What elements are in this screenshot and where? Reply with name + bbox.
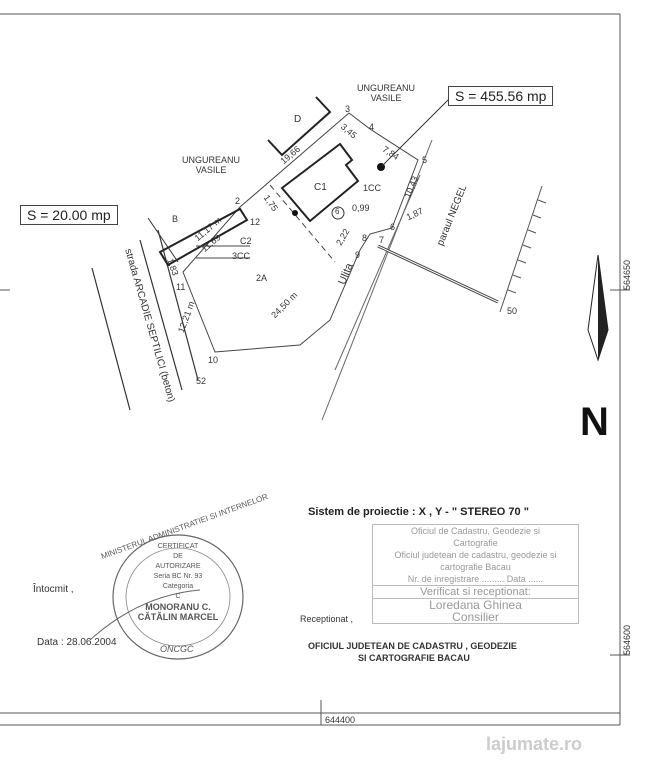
coord-y-bottom: 564600: [622, 624, 633, 656]
receptionat-label: Receptionat ,: [300, 614, 354, 624]
small-area-label: S = 20.00 mp: [20, 205, 118, 225]
coord-y-top: 564650: [622, 259, 633, 291]
stamp-line: CERTIFICAT: [157, 543, 199, 550]
reception-box: Oficiul de Cadastru, Geodezie si Cartogr…: [372, 524, 579, 624]
projection-system: Sistem de proiectie : X , Y - " STEREO 7…: [308, 506, 529, 518]
reception-line: Nr. de inregistrare ......... Data .....…: [373, 573, 578, 586]
point-label: 10: [208, 355, 219, 365]
frame: [0, 13, 630, 726]
reception-line: Oficiul judetean de cadastru, geodezie s…: [394, 550, 557, 560]
building-label: C1: [314, 182, 327, 193]
building-label: D: [294, 114, 302, 125]
stamp-text: CERTIFICAT DE AUTORIZARE Seria BC Nr. 93…: [113, 542, 243, 622]
building-label: 1CC: [363, 183, 382, 193]
stamp-line: MONORANU C.: [145, 602, 211, 612]
office-line-2: SI CARTOGRAFIE BACAU: [358, 653, 470, 663]
buildings: [158, 96, 360, 267]
parcel-boundary: [182, 112, 419, 353]
office-line-1: OFICIUL JUDETEAN DE CADASTRU , GEODEZIE: [308, 641, 517, 651]
point-marker: [292, 210, 298, 216]
reception-line: Verificat si receptionat:: [373, 586, 578, 599]
point-label: 5: [422, 155, 428, 165]
small-area-leader: [147, 217, 179, 263]
area-leader: [381, 99, 449, 167]
stamp-line: C: [175, 593, 181, 600]
main-area-label: S = 455.56 mp: [448, 86, 554, 106]
parcel-number: 6: [335, 207, 340, 216]
intocmit-label: Întocmit ,: [33, 584, 74, 595]
building-label: 3CC: [232, 251, 251, 261]
parcel-number-circle: [331, 206, 345, 220]
reception-line: Oficiul de Cadastru, Geodezie si: [410, 526, 541, 536]
annex-lines: [196, 245, 250, 259]
point-label: 8: [362, 233, 368, 243]
point-label: 4: [369, 122, 375, 132]
stamp-line: Seria BC Nr. 93: [153, 573, 203, 580]
point-label: 7: [379, 235, 385, 245]
north-label: N: [580, 400, 609, 444]
reception-line: cartografie Bacau: [440, 562, 511, 572]
point-label: 9: [355, 250, 361, 260]
reception-line: Loredana Ghinea: [429, 598, 522, 612]
signature: [89, 589, 201, 641]
reception-line: Consilier: [452, 610, 499, 624]
point-label: 6: [390, 222, 396, 232]
point-label: 12: [250, 217, 261, 227]
stamp-bottom-text: ONCGC: [160, 644, 194, 654]
stamp: [89, 534, 244, 660]
street-lines: [91, 229, 199, 411]
point-label: 50: [507, 306, 518, 316]
building-label: B: [172, 214, 179, 224]
stamp-line: Categoria: [162, 583, 194, 590]
point-label: 2: [235, 196, 241, 206]
point-label: 52: [196, 376, 207, 386]
stamp-line: AUTORIZARE: [155, 563, 201, 570]
north-arrow-icon: [587, 254, 609, 362]
coord-x-bottom: 644400: [325, 715, 356, 725]
stamp-line: DE: [173, 553, 183, 560]
stream-line: [377, 185, 547, 313]
point-label: 3: [345, 104, 351, 114]
point-label: 11: [176, 282, 186, 292]
lane-lines: [321, 139, 433, 421]
watermark: lajumate.ro: [486, 734, 583, 754]
building-label: 2A: [256, 273, 268, 283]
stamp-line: CĂTĂLIN MARCEL: [137, 612, 219, 622]
building-label: C2: [240, 236, 252, 246]
distance-label: 0,99: [352, 203, 370, 213]
reception-line: Cartografie: [453, 538, 498, 548]
date-label: Data : 28.06.2004: [37, 637, 117, 648]
